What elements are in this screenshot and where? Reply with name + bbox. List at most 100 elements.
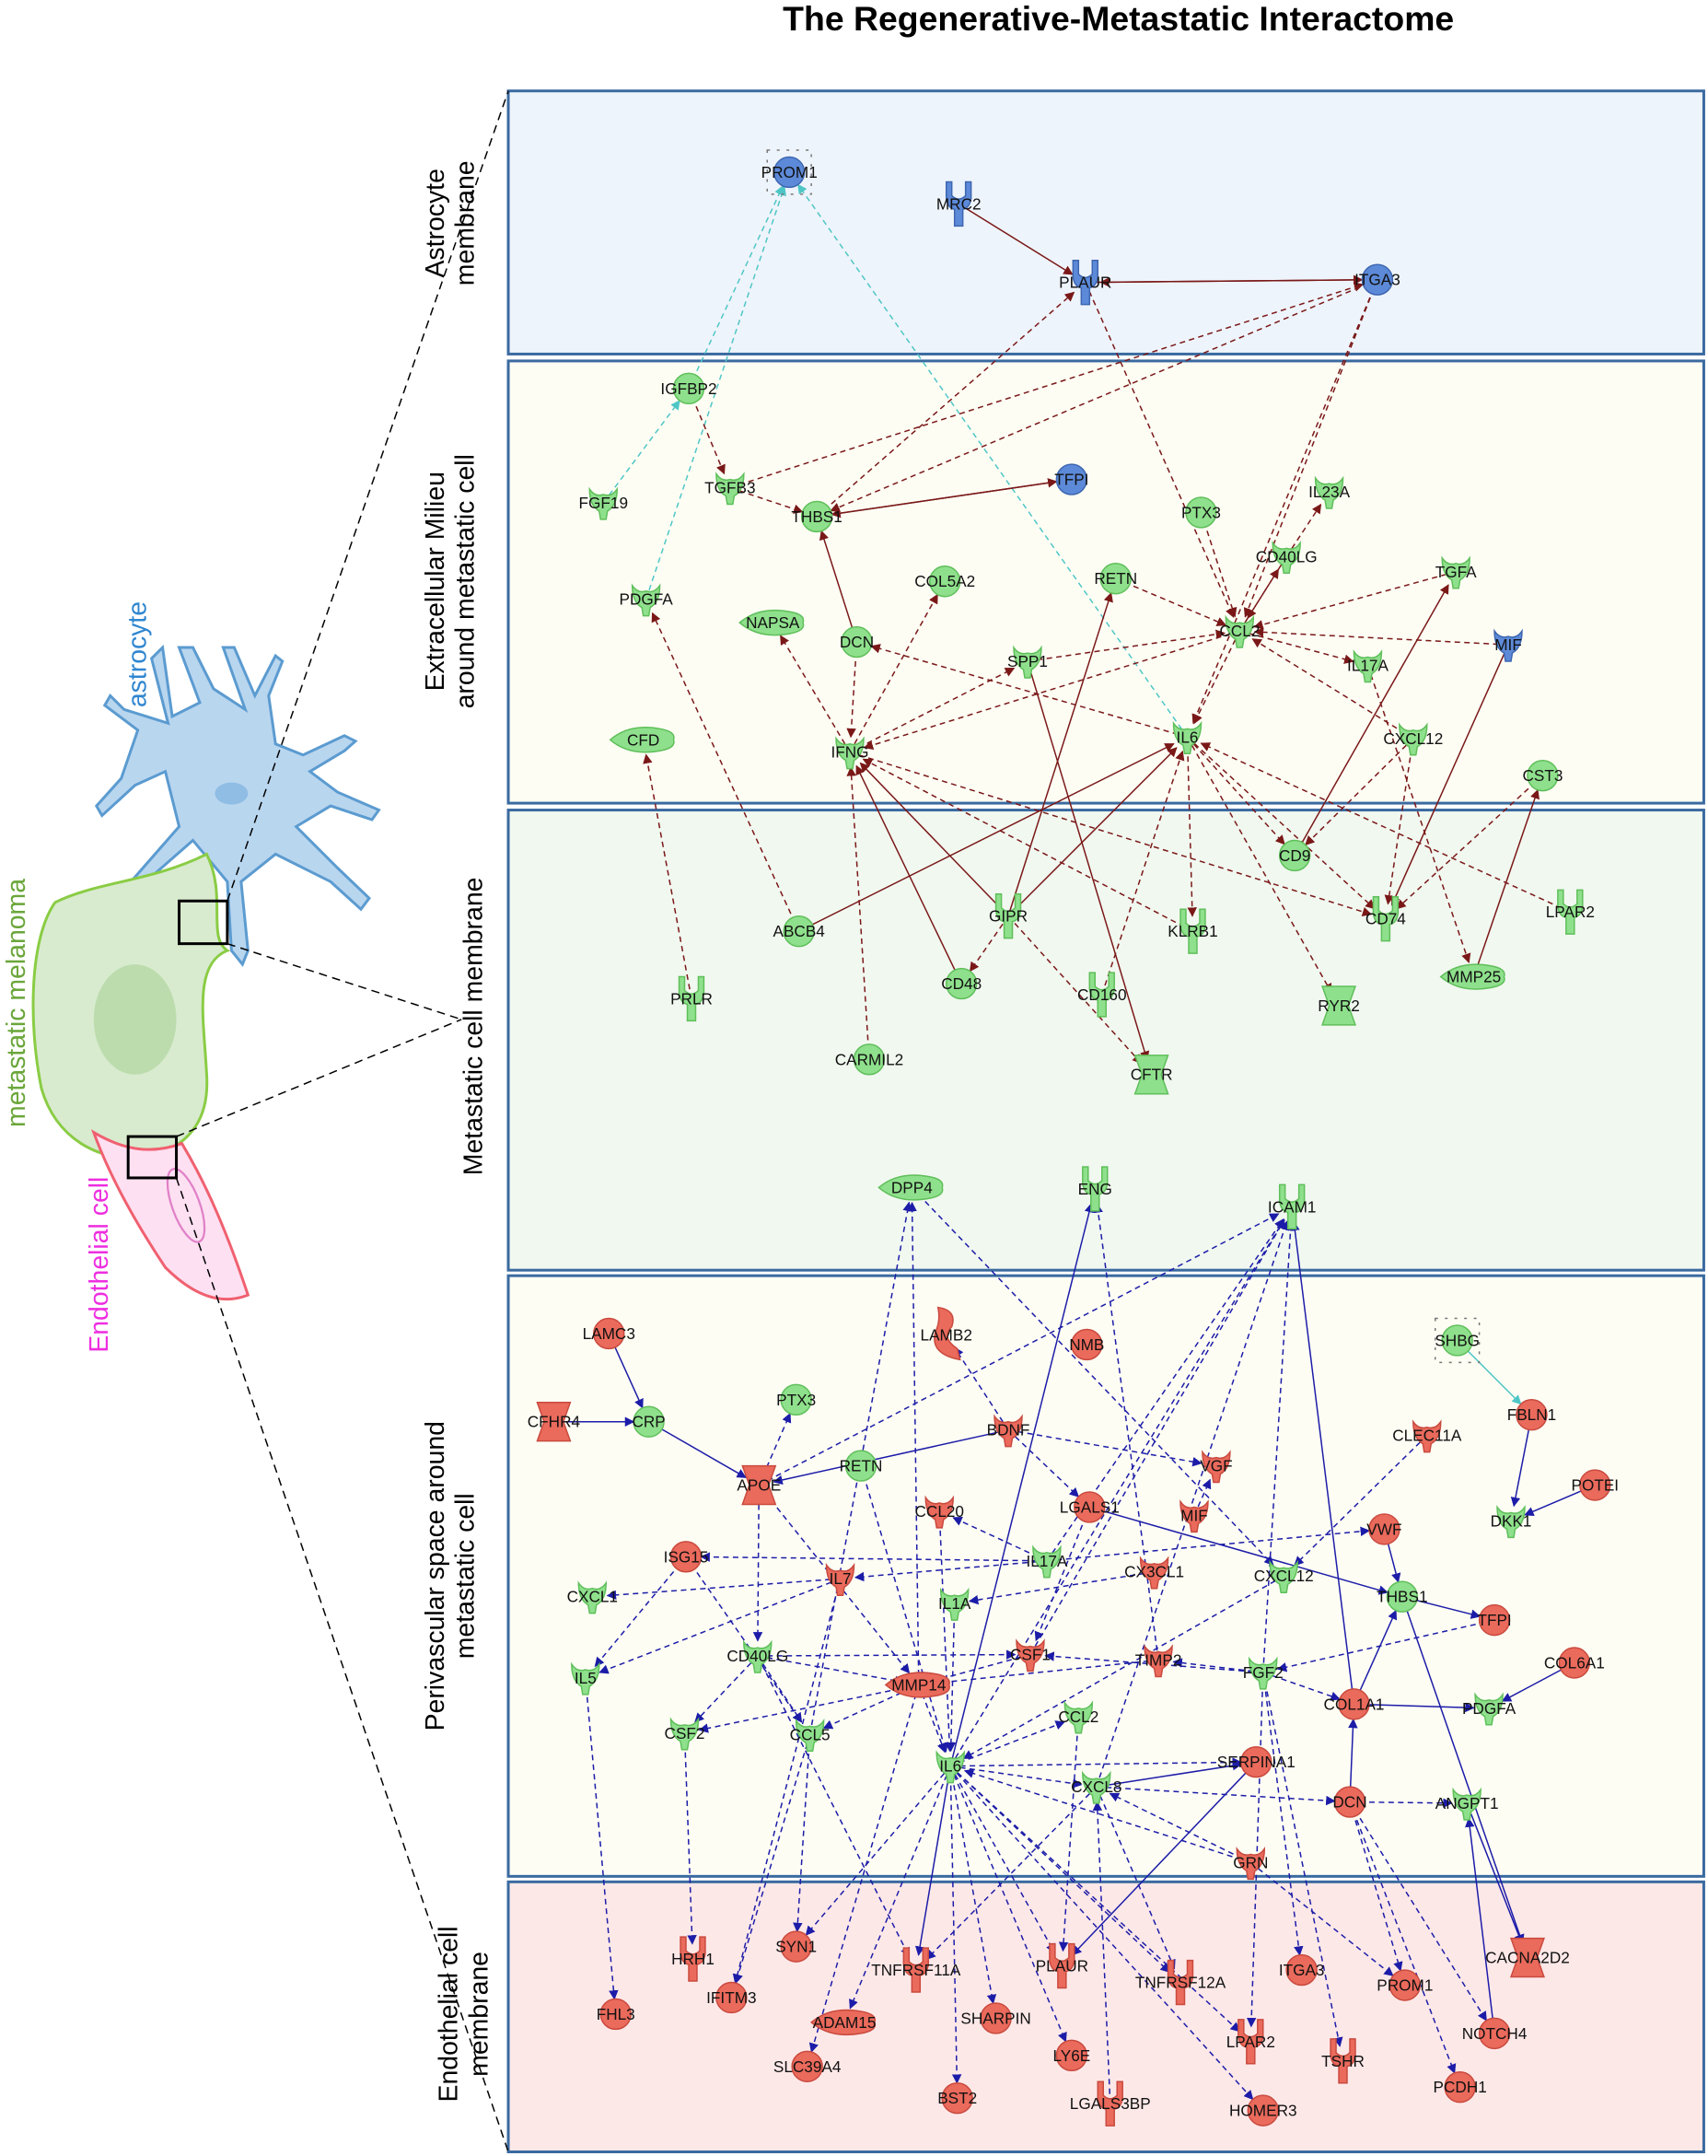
node-thbs1[interactable]: THBS1 [1377, 1580, 1428, 1613]
node-fhl3[interactable]: FHL3 [597, 1998, 635, 2031]
node-fgf2[interactable]: FGF2 [1243, 1656, 1284, 1690]
node-itga3[interactable]: ITGA3 [1354, 263, 1400, 296]
node-cd40lg[interactable]: CD40LG [1256, 540, 1318, 575]
node-cfd[interactable]: CFD [609, 727, 675, 753]
node-tgfa[interactable]: TGFA [1435, 555, 1477, 589]
node-apoe[interactable]: APOE [737, 1464, 781, 1506]
node-fbln1[interactable]: FBLN1 [1507, 1399, 1556, 1431]
node-eng[interactable]: ENG [1078, 1166, 1112, 1212]
node-mrc2[interactable]: MRC2 [936, 181, 982, 227]
node-cd48[interactable]: CD48 [941, 967, 982, 1000]
node-crp[interactable]: CRP [632, 1405, 666, 1438]
node-mif[interactable]: MIF [1179, 1499, 1209, 1533]
node-lpar2[interactable]: LPAR2 [1226, 2019, 1275, 2065]
node-mmp14[interactable]: MMP14 [884, 1672, 950, 1698]
node-klrb1[interactable]: KLRB1 [1168, 908, 1218, 954]
node-ccl20[interactable]: CCL20 [914, 1495, 964, 1529]
node-carmil2[interactable]: CARMIL2 [835, 1043, 903, 1076]
node-cxcl8[interactable]: CXCL8 [1071, 1770, 1121, 1804]
node-dcn[interactable]: DCN [840, 625, 874, 658]
node-hrh1[interactable]: HRH1 [671, 1936, 715, 1982]
node-ifng[interactable]: IFNG [831, 736, 869, 770]
node-ccl5[interactable]: CCL5 [790, 1718, 831, 1752]
node-cfhr4[interactable]: CFHR4 [528, 1402, 581, 1442]
node-dcn[interactable]: DCN [1332, 1786, 1367, 1818]
node-cx3cl1[interactable]: CX3CL1 [1124, 1556, 1184, 1590]
node-mif[interactable]: MIF [1493, 628, 1523, 662]
node-mmp25[interactable]: MMP25 [1439, 963, 1505, 990]
node-col1a1[interactable]: COL1A1 [1324, 1688, 1385, 1720]
node-cxcl1[interactable]: CXCL1 [567, 1580, 618, 1614]
node-csf2[interactable]: CSF2 [665, 1717, 705, 1751]
node-cxcl12[interactable]: CXCL12 [1383, 722, 1443, 756]
node-retn[interactable]: RETN [1094, 563, 1137, 595]
node-lgals1[interactable]: LGALS1 [1060, 1491, 1120, 1523]
node-cacna2d2[interactable]: CACNA2D2 [1485, 1937, 1570, 1978]
node-cd9[interactable]: CD9 [1278, 839, 1311, 872]
node-ptx3[interactable]: PTX3 [776, 1383, 816, 1416]
node-cftr[interactable]: CFTR [1131, 1055, 1173, 1095]
node-sharpin[interactable]: SHARPIN [960, 2002, 1031, 2034]
node-adam15[interactable]: ADAM15 [809, 2009, 876, 2036]
node-il17a[interactable]: IL17A [1347, 649, 1388, 683]
node-notch4[interactable]: NOTCH4 [1462, 2017, 1528, 2050]
node-spp1[interactable]: SPP1 [1007, 645, 1048, 679]
node-pdgfa[interactable]: PDGFA [1462, 1692, 1516, 1726]
node-lgals3bp[interactable]: LGALS3BP [1070, 2080, 1151, 2127]
node-il5[interactable]: IL5 [571, 1661, 600, 1696]
node-timp2[interactable]: TIMP2 [1135, 1644, 1182, 1678]
node-igfbp2[interactable]: IGFBP2 [660, 372, 717, 405]
node-cd160[interactable]: CD160 [1077, 972, 1127, 1018]
node-ptx3[interactable]: PTX3 [1181, 496, 1221, 529]
node-tshr[interactable]: TSHR [1321, 2038, 1365, 2084]
node-ryr2[interactable]: RYR2 [1318, 985, 1360, 1026]
node-prom1[interactable]: PROM1 [761, 149, 818, 195]
node-angpt1[interactable]: ANGPT1 [1435, 1787, 1499, 1821]
node-il1a[interactable]: IL1A [938, 1587, 971, 1621]
node-lamc3[interactable]: LAMC3 [583, 1317, 635, 1350]
node-tfpi[interactable]: TFPI [1054, 463, 1088, 495]
node-col6a1[interactable]: COL6A1 [1544, 1647, 1605, 1679]
node-bst2[interactable]: BST2 [937, 2081, 977, 2115]
node-prom1[interactable]: PROM1 [1377, 1969, 1433, 2001]
node-napsa[interactable]: NAPSA [738, 609, 805, 636]
node-clec11a[interactable]: CLEC11A [1392, 1419, 1462, 1453]
node-itga3[interactable]: ITGA3 [1279, 1953, 1325, 1987]
node-shbg[interactable]: SHBG [1434, 1317, 1481, 1364]
node-il7[interactable]: IL7 [825, 1562, 855, 1596]
node-ly6e[interactable]: LY6E [1052, 2039, 1090, 2072]
node-col5a2[interactable]: COL5A2 [914, 565, 975, 598]
node-serpina1[interactable]: SERPINA1 [1217, 1745, 1296, 1778]
node-bdnf[interactable]: BDNF [987, 1414, 1030, 1448]
node-icam1[interactable]: ICAM1 [1268, 1183, 1317, 1230]
node-lpar2[interactable]: LPAR2 [1546, 889, 1595, 935]
node-tnfrsf12a[interactable]: TNFRSF12A [1135, 1959, 1226, 2006]
node-plaur[interactable]: PLAUR [1036, 1942, 1088, 1989]
node-isg15[interactable]: ISG15 [664, 1541, 709, 1573]
node-dkk1[interactable]: DKK1 [1491, 1504, 1532, 1539]
node-lamb2[interactable]: LAMB2 [921, 1306, 972, 1361]
node-ccl2[interactable]: CCL2 [1058, 1700, 1098, 1734]
node-pdgfa[interactable]: PDGFA [619, 583, 673, 617]
node-gipr[interactable]: GIPR [989, 893, 1028, 939]
node-syn1[interactable]: SYN1 [775, 1930, 817, 1963]
node-potei[interactable]: POTEI [1571, 1469, 1619, 1501]
node-tgfb3[interactable]: TGFB3 [704, 472, 756, 506]
node-dpp4[interactable]: DPP4 [877, 1174, 944, 1201]
node-fgf19[interactable]: FGF19 [579, 486, 628, 520]
node-csf1[interactable]: CSF1 [1010, 1638, 1051, 1672]
node-ccl2[interactable]: CCL2 [1219, 614, 1260, 648]
node-tfpi[interactable]: TFPI [1477, 1603, 1512, 1637]
node-abcb4[interactable]: ABCB4 [773, 915, 825, 948]
node-il6[interactable]: IL6 [935, 1750, 965, 1784]
node-ifitm3[interactable]: IFITM3 [706, 1981, 757, 2014]
node-pcdh1[interactable]: PCDH1 [1434, 2071, 1487, 2104]
node-grn[interactable]: GRN [1233, 1846, 1268, 1881]
node-il6[interactable]: IL6 [1172, 720, 1203, 754]
node-thbs1[interactable]: THBS1 [791, 500, 842, 533]
node-plaur[interactable]: PLAUR [1059, 259, 1111, 306]
node-cd74[interactable]: CD74 [1365, 896, 1406, 942]
node-homer3[interactable]: HOMER3 [1229, 2094, 1297, 2127]
node-vwf[interactable]: VWF [1366, 1513, 1401, 1545]
node-il23a[interactable]: IL23A [1308, 475, 1351, 509]
